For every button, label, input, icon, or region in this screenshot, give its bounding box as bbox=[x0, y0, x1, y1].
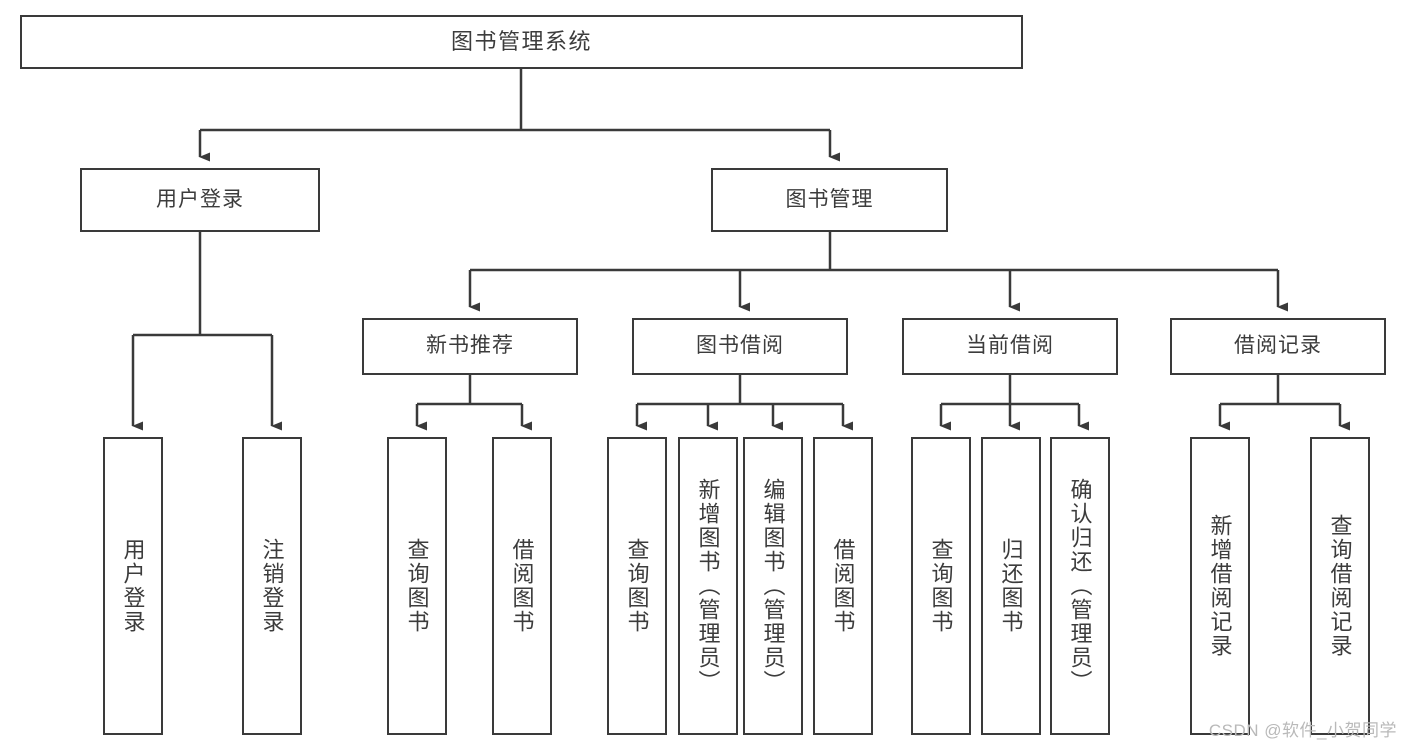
node-label: 借阅图书 bbox=[510, 538, 534, 634]
leaf-add-book-admin[interactable]: 新增图书（管理员） bbox=[678, 437, 738, 735]
leaf-edit-book-admin[interactable]: 编辑图书（管理员） bbox=[743, 437, 803, 735]
node-label: 借阅记录 bbox=[1234, 334, 1322, 358]
node-borrow-record[interactable]: 借阅记录 bbox=[1170, 318, 1386, 375]
node-root-system[interactable]: 图书管理系统 bbox=[20, 15, 1023, 69]
node-label: 查询图书 bbox=[929, 538, 953, 634]
leaf-query-book-recommend[interactable]: 查询图书 bbox=[387, 437, 447, 735]
node-user-login[interactable]: 用户登录 bbox=[80, 168, 320, 232]
node-label: 用户登录 bbox=[156, 187, 244, 211]
node-label: 查询图书 bbox=[405, 538, 429, 634]
leaf-borrow-book[interactable]: 借阅图书 bbox=[813, 437, 873, 735]
leaf-add-borrow-record[interactable]: 新增借阅记录 bbox=[1190, 437, 1250, 735]
leaf-query-borrow-record[interactable]: 查询借阅记录 bbox=[1310, 437, 1370, 735]
node-label: 图书管理系统 bbox=[450, 29, 592, 55]
leaf-confirm-return-admin[interactable]: 确认归还（管理员） bbox=[1050, 437, 1110, 735]
leaf-user-logout[interactable]: 注销登录 bbox=[242, 437, 302, 735]
node-new-book-recommend[interactable]: 新书推荐 bbox=[362, 318, 578, 375]
node-label: 确认归还（管理员） bbox=[1068, 478, 1092, 694]
node-label: 图书借阅 bbox=[696, 334, 784, 358]
node-label: 归还图书 bbox=[999, 538, 1023, 634]
leaf-query-book-borrow[interactable]: 查询图书 bbox=[607, 437, 667, 735]
node-label: 查询借阅记录 bbox=[1328, 514, 1352, 658]
node-book-management[interactable]: 图书管理 bbox=[711, 168, 948, 232]
node-label: 新增图书（管理员） bbox=[696, 478, 720, 694]
node-label: 借阅图书 bbox=[831, 538, 855, 634]
node-label: 注销登录 bbox=[260, 538, 284, 634]
node-label: 当前借阅 bbox=[966, 334, 1054, 358]
leaf-query-book-current[interactable]: 查询图书 bbox=[911, 437, 971, 735]
node-current-borrow[interactable]: 当前借阅 bbox=[902, 318, 1118, 375]
leaf-return-book[interactable]: 归还图书 bbox=[981, 437, 1041, 735]
node-label: 新书推荐 bbox=[426, 334, 514, 358]
leaf-user-login[interactable]: 用户登录 bbox=[103, 437, 163, 735]
node-label: 用户登录 bbox=[121, 538, 145, 634]
node-label: 编辑图书（管理员） bbox=[761, 478, 785, 694]
node-label: 查询图书 bbox=[625, 538, 649, 634]
node-book-borrow[interactable]: 图书借阅 bbox=[632, 318, 848, 375]
node-label: 新增借阅记录 bbox=[1208, 514, 1232, 658]
leaf-borrow-book-recommend[interactable]: 借阅图书 bbox=[492, 437, 552, 735]
node-label: 图书管理 bbox=[785, 187, 874, 211]
